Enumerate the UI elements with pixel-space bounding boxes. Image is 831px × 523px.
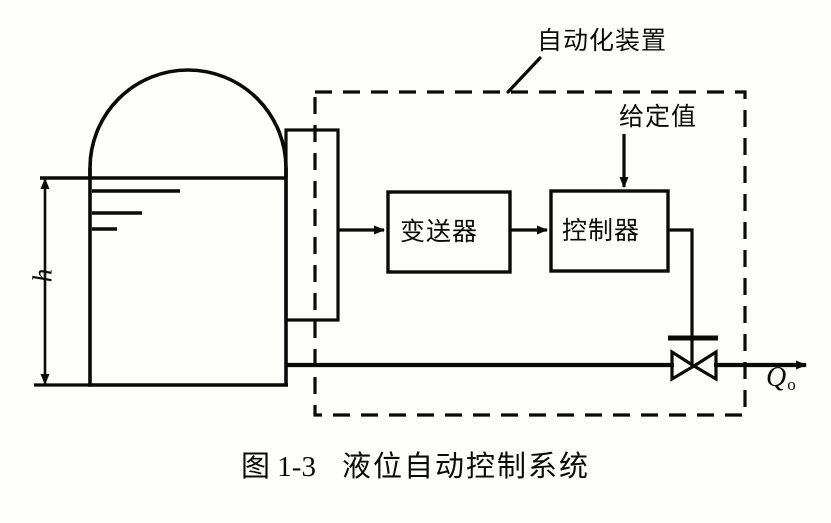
- outflow-label: Qo: [766, 362, 796, 394]
- automation-device-label: 自动化装置: [537, 26, 668, 55]
- figure-caption-number: 图 1-3: [241, 451, 316, 483]
- outflow-symbol: Q: [766, 362, 787, 393]
- figure-caption-title: 液位自动控制系统: [341, 449, 590, 483]
- figure-caption: 图 1-3 液位自动控制系统: [0, 443, 831, 485]
- level-sensor-chamber: [284, 128, 340, 322]
- automation-label-leader-line: [506, 56, 542, 94]
- automation-boundary-dashed-box: [313, 90, 747, 417]
- controller-label: 控制器: [562, 216, 641, 245]
- transmitter-box: [386, 190, 512, 274]
- valve-body-right-triangle: [690, 349, 718, 382]
- setpoint-label: 给定值: [619, 102, 698, 131]
- tank-dome: [88, 68, 288, 178]
- controller-to-valve-signal: [668, 228, 694, 338]
- valve-body-left-triangle: [670, 349, 698, 382]
- outflow-subscript: o: [787, 375, 796, 394]
- height-variable-label: h: [27, 268, 58, 283]
- transmitter-label: 变送器: [400, 217, 479, 246]
